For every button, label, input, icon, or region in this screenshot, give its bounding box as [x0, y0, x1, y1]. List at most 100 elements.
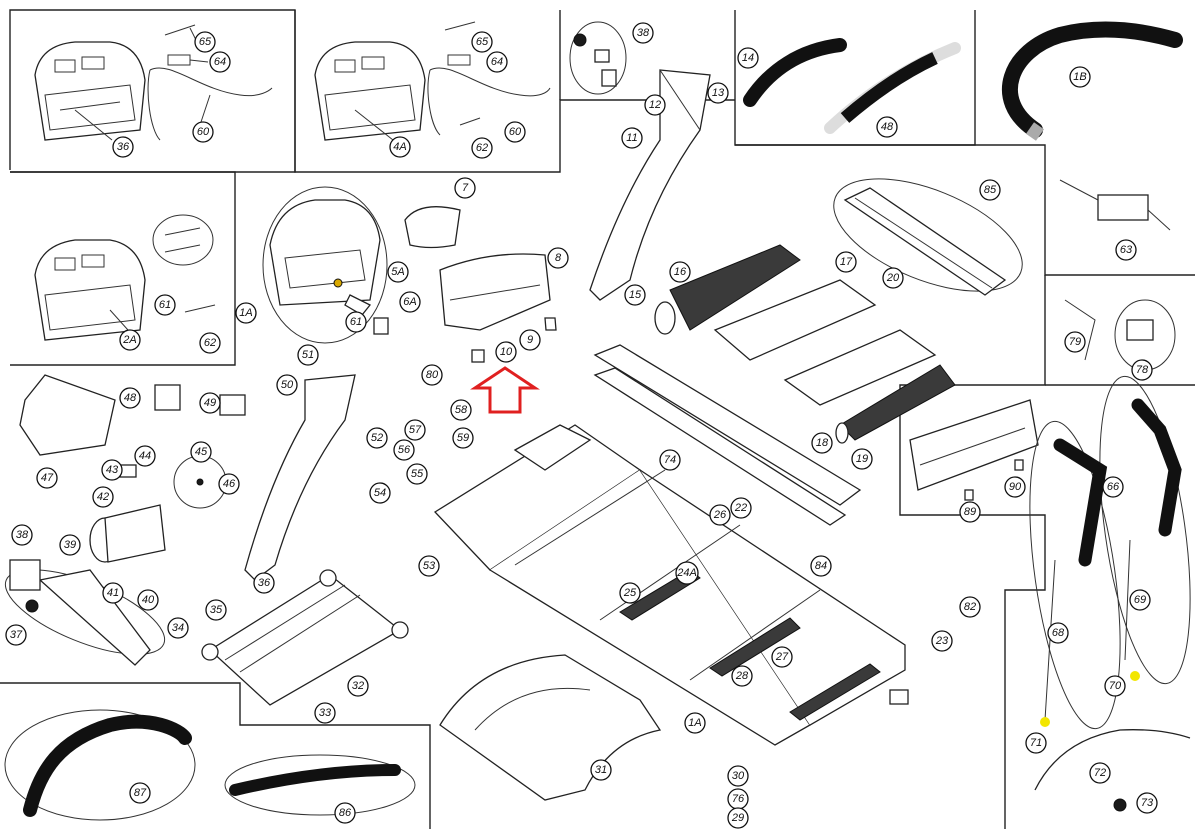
callout-c68: 68 [1047, 622, 1069, 644]
callout-circle [347, 675, 369, 697]
callout-number: 17 [840, 256, 853, 268]
callout-number: 27 [775, 651, 789, 663]
callout-number: 89 [964, 506, 976, 518]
callout-circle [421, 364, 443, 386]
callout-c2a: 2A [119, 329, 141, 351]
callout-circle [810, 555, 832, 577]
callout-circle [632, 22, 654, 44]
callout-c65a: 65 [194, 31, 216, 53]
callout-number: 74 [664, 454, 676, 466]
callout-circle [192, 121, 214, 143]
callout-c13: 13 [707, 82, 729, 104]
callout-circle [737, 47, 759, 69]
callout-circle [393, 439, 415, 461]
callout-number: 46 [223, 478, 236, 490]
actuator-39 [4, 559, 166, 666]
callout-circle [547, 247, 569, 269]
callout-circle [205, 599, 227, 621]
callout-number: 90 [1009, 481, 1022, 493]
callout-c1b: 1B [1069, 66, 1091, 88]
callout-number: 36 [258, 577, 271, 589]
callout-c18: 18 [811, 432, 833, 454]
crossbar-72 [1034, 729, 1191, 812]
callout-number: 1B [1073, 71, 1086, 83]
callout-number: 5A [391, 266, 404, 278]
callout-circle [709, 504, 731, 526]
side-panel-89 [909, 399, 1039, 501]
callout-circle [1102, 476, 1124, 498]
callout-circle [218, 473, 240, 495]
callout-number: 22 [734, 502, 747, 514]
callout-circle [1025, 732, 1047, 754]
callout-circle [1136, 792, 1158, 814]
callout-number: 57 [409, 424, 422, 436]
callout-number: 35 [210, 604, 223, 616]
callout-circle [495, 341, 517, 363]
callout-c45: 45 [190, 441, 212, 463]
console-housing-7-8 [404, 206, 557, 363]
callout-circle [406, 463, 428, 485]
callout-number: 48 [881, 121, 894, 133]
callout-number: 56 [398, 444, 411, 456]
callout-c27: 27 [771, 646, 793, 668]
callout-circle [730, 497, 752, 519]
callout-c62a: 62 [471, 137, 493, 159]
callout-number: 28 [735, 670, 749, 682]
callout-c66: 66 [1102, 476, 1124, 498]
callout-c40: 40 [137, 589, 159, 611]
callout-c36: 36 [112, 136, 134, 158]
callout-c36b: 36 [253, 572, 275, 594]
callout-circle [727, 765, 749, 787]
callout-c38: 38 [632, 22, 654, 44]
callout-c61: 61 [154, 294, 176, 316]
callout-circle [590, 759, 612, 781]
base-frame-1 [433, 424, 909, 746]
callout-circle [731, 665, 753, 687]
callout-c60a: 60 [192, 121, 214, 143]
callout-circle [36, 467, 58, 489]
callout-circle [194, 31, 216, 53]
callout-number: 69 [1134, 594, 1146, 606]
callout-number: 49 [204, 397, 216, 409]
callout-c55: 55 [406, 463, 428, 485]
callout-circle [835, 251, 857, 273]
callout-circle [1131, 359, 1153, 381]
callout-circle [387, 261, 409, 283]
callout-c74: 74 [659, 449, 681, 471]
callout-number: 24A [676, 567, 697, 579]
callout-c43: 43 [101, 459, 123, 481]
callout-number: 18 [816, 437, 829, 449]
callout-number: 55 [411, 468, 424, 480]
callout-circle [644, 94, 666, 116]
callout-number: 16 [674, 266, 687, 278]
callout-circle [452, 427, 474, 449]
callout-c6a: 6A [399, 291, 421, 313]
callout-circle [101, 459, 123, 481]
callout-circle [119, 387, 141, 409]
callout-number: 26 [713, 509, 727, 521]
callout-c79: 79 [1064, 331, 1086, 353]
callout-circle [771, 646, 793, 668]
callout-c51: 51 [297, 344, 319, 366]
callout-circle [519, 329, 541, 351]
callout-c10: 10 [495, 341, 517, 363]
callout-number: 4A [393, 141, 406, 153]
callout-circle [450, 399, 472, 421]
callout-number: 80 [426, 369, 439, 381]
callout-c56: 56 [393, 439, 415, 461]
callout-c53: 53 [418, 555, 440, 577]
callout-number: 10 [500, 346, 513, 358]
callout-number: 32 [352, 680, 364, 692]
callout-number: 65 [476, 36, 489, 48]
callout-number: 70 [1109, 680, 1122, 692]
callout-c80: 80 [421, 364, 443, 386]
callout-number: 64 [214, 56, 226, 68]
callout-number: 9 [527, 334, 533, 346]
callout-number: 38 [637, 27, 650, 39]
callout-circle [345, 311, 367, 333]
callout-c38b: 38 [11, 524, 33, 546]
callout-circle [137, 589, 159, 611]
callout-c76: 76 [727, 788, 749, 810]
callout-number: 38 [16, 529, 29, 541]
callout-circle [619, 582, 641, 604]
